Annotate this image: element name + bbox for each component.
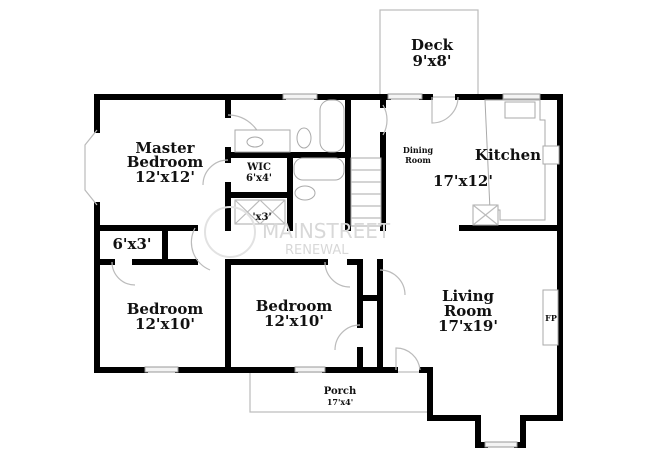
living-room-label-1: Living <box>442 287 495 305</box>
bathtub-2 <box>293 157 345 181</box>
fixtures <box>234 99 560 346</box>
dining-room-label-1: Dining <box>403 145 434 155</box>
toilet <box>296 127 312 149</box>
master-bedroom-label-2: Bedroom <box>127 153 204 171</box>
porch-label: Porch <box>324 386 357 397</box>
sink <box>246 136 264 148</box>
deck-size: 9'x8' <box>412 52 451 70</box>
living-room-size: 17'x19' <box>438 317 498 335</box>
dining-room-label-2: Room <box>405 155 431 165</box>
fireplace <box>542 289 559 346</box>
watermark-logo: MAINSTREET RENEWAL <box>204 206 391 258</box>
shelves <box>234 199 286 225</box>
living-room-label-2: Room <box>444 302 492 320</box>
bedroom-2-label: Bedroom <box>256 297 333 315</box>
bay-window <box>84 129 98 206</box>
kitchen-sink <box>504 101 536 119</box>
bedroom-1-size: 12'x10' <box>135 315 195 333</box>
porch-size: 17'x4' <box>327 397 353 407</box>
bathtub <box>319 99 345 153</box>
master-bedroom-label-1: Master <box>135 139 195 157</box>
linen-size: 'x3' <box>252 212 271 223</box>
bedroom-1-label: Bedroom <box>127 300 204 318</box>
stairs <box>350 157 382 227</box>
stove <box>542 145 560 165</box>
fireplace-label: FP <box>545 313 557 323</box>
kitchen-size: 17'x12' <box>433 172 493 190</box>
interior-walls <box>94 94 563 373</box>
deck-label: Deck <box>411 36 454 54</box>
wic-size: 6'x4' <box>246 173 272 184</box>
windows <box>144 93 541 448</box>
svg-text:MAINSTREET: MAINSTREET <box>262 219 391 243</box>
kitchen-label: Kitchen <box>475 146 541 164</box>
master-bedroom-size: 12'x12' <box>135 168 195 186</box>
wic-label: WIC <box>246 162 271 173</box>
svg-text:RENEWAL: RENEWAL <box>285 243 349 258</box>
closet-size: 6'x3' <box>112 235 151 253</box>
bedroom-2-size: 12'x10' <box>264 312 324 330</box>
toilet-2 <box>294 185 316 201</box>
